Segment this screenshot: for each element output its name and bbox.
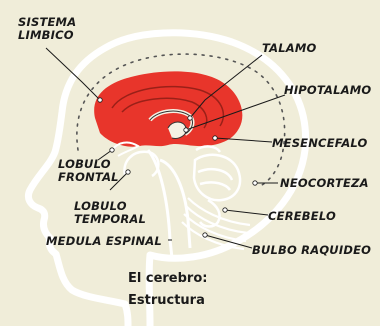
label-talamo: TALAMO <box>262 42 317 55</box>
cerebellum <box>194 146 240 226</box>
label-neocorteza: NEOCORTEZA <box>280 177 369 190</box>
caption-line-1: El cerebro: <box>128 270 207 288</box>
label-limbico: LIMBICO <box>18 29 76 42</box>
caption-line-2: Estructura <box>128 292 205 310</box>
limbic-region <box>94 71 242 146</box>
label-hipotalamo: HIPOTALAMO <box>284 84 371 97</box>
label-lobulo-frontal: LOBULO FRONTAL <box>58 158 119 184</box>
label-mesencefalo: MESENCEFALO <box>272 137 368 150</box>
label-temporal: TEMPORAL <box>74 213 146 226</box>
label-bulbo-raquideo: BULBO RAQUIDEO <box>252 244 371 257</box>
label-cerebelo: CEREBELO <box>268 210 336 223</box>
label-sistema-limbico: SISTEMA LIMBICO <box>18 16 76 42</box>
label-frontal: FRONTAL <box>58 171 119 184</box>
label-lobulo-temporal: LOBULO TEMPORAL <box>74 200 146 226</box>
label-medula-espinal: MEDULA ESPINAL <box>46 235 162 248</box>
